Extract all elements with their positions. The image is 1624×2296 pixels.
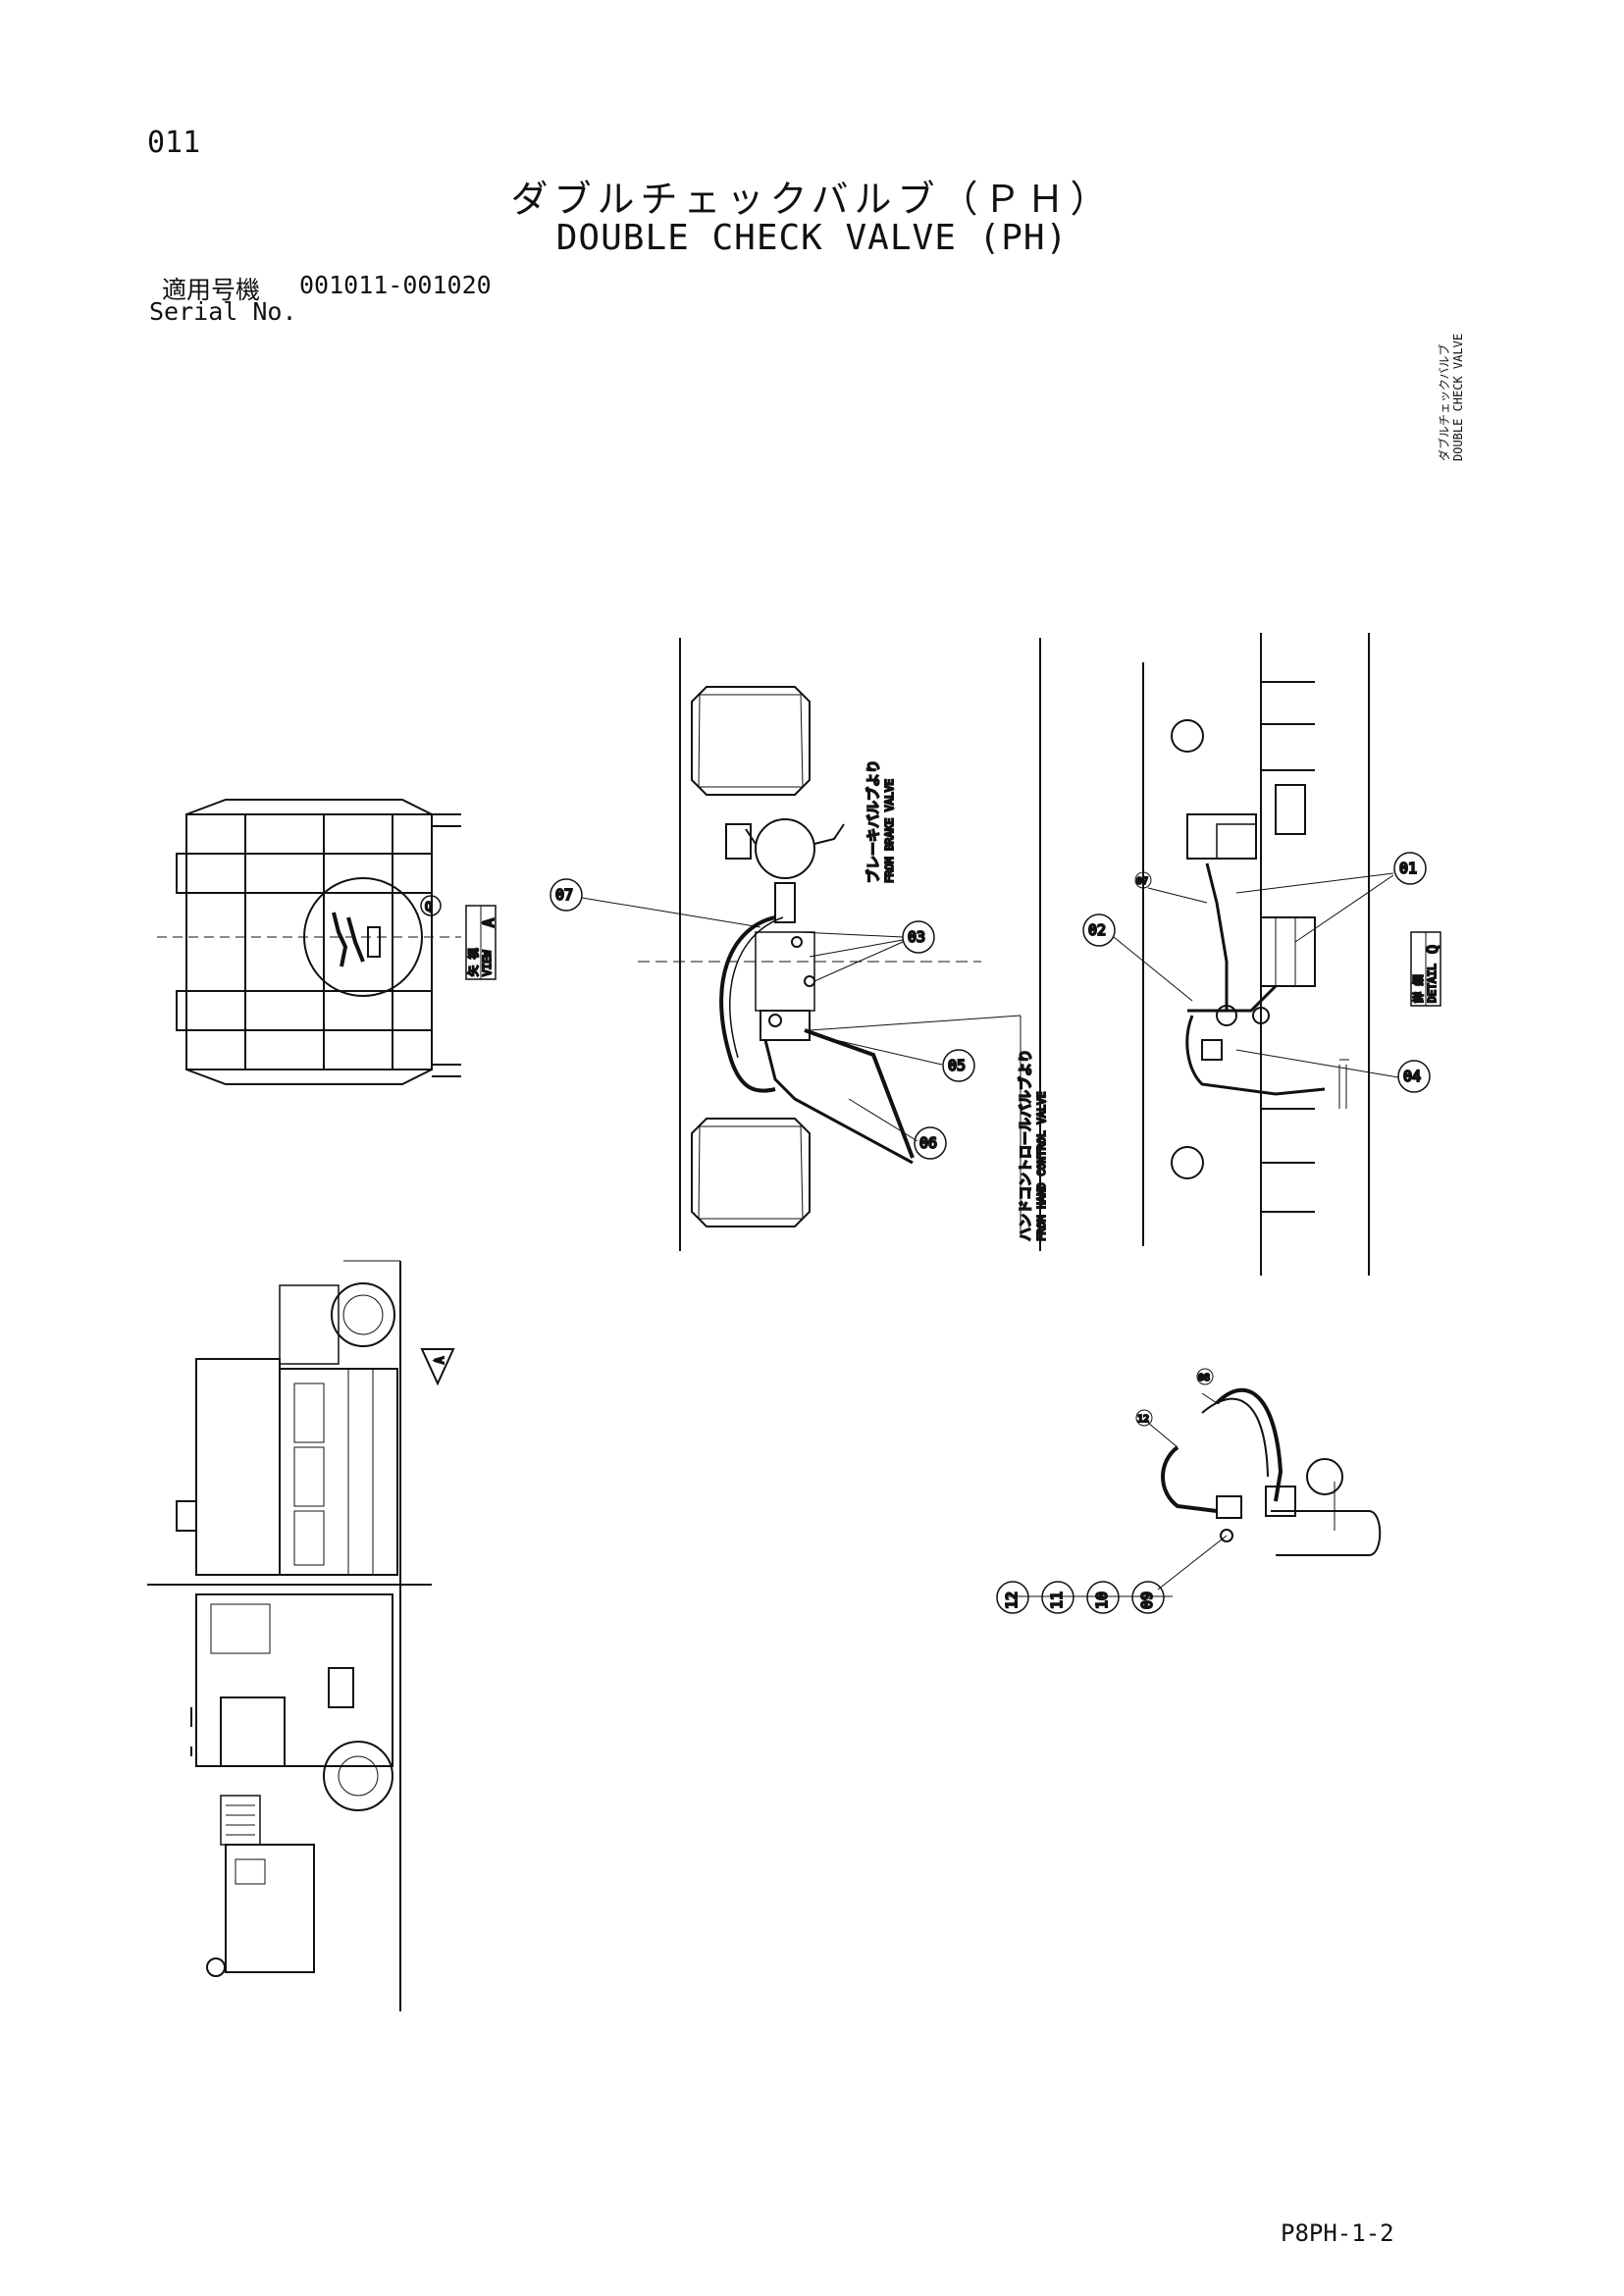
callout-07-detail [1134, 871, 1152, 889]
callout-03-label: 03 [908, 928, 925, 946]
callout-12 [996, 1581, 1029, 1614]
callout-06 [914, 1126, 947, 1160]
callout-04 [1397, 1060, 1431, 1093]
callout-05 [942, 1049, 975, 1082]
title-english: DOUBLE CHECK VALVE (PH) [555, 218, 1069, 258]
detail-q-marker [420, 895, 442, 916]
callout-02-label: 02 [1088, 921, 1106, 939]
from-hand-control-japanese: ハンドコントロールバルブより [1018, 1049, 1034, 1241]
serial-range: 001011-001020 [299, 271, 492, 299]
detail-q-label-japanese: 詳 細 [1411, 974, 1425, 1003]
callout-07 [550, 878, 583, 912]
view-a-label: 矢 視 VIEW A [465, 905, 498, 980]
view-a-letter: A [480, 918, 498, 927]
hose-routing-view [1161, 1387, 1382, 1556]
callout-12-hose [1135, 1409, 1153, 1427]
detail-q-marker-letter: Q [425, 900, 432, 913]
detail-q-view [1142, 633, 1370, 1276]
callout-01-label: 01 [1399, 860, 1417, 877]
page-number: 011 [147, 126, 201, 160]
callout-10-label: 10 [1093, 1592, 1111, 1609]
view-a-label-english: VIEW [481, 950, 494, 976]
callout-05-label: 05 [948, 1057, 966, 1074]
callout-11-label: 11 [1048, 1592, 1066, 1609]
callout-09 [1131, 1581, 1165, 1614]
valve-assembly-view [638, 638, 1041, 1251]
callout-01 [1393, 852, 1427, 885]
from-brake-valve-japanese: ブレーキバルブより [865, 759, 882, 883]
detail-q-letter: Q [1424, 945, 1441, 954]
callout-12-label: 12 [1003, 1592, 1021, 1609]
from-brake-valve-english: FROM BRAKE VALVE [883, 779, 896, 883]
callout-02 [1082, 913, 1116, 947]
machine-side-view [147, 1260, 432, 2011]
callout-12-hose-label: 12 [1137, 1414, 1149, 1425]
footer-code: P8PH-1-2 [1281, 2219, 1394, 2247]
detail-q-label-english: DETAIL [1426, 964, 1439, 1003]
callout-10 [1086, 1581, 1120, 1614]
callout-06-label: 06 [919, 1134, 937, 1152]
detail-q-label: 詳 細 DETAIL Q [1410, 931, 1442, 1007]
middle-leader-lines [581, 897, 1022, 1236]
callout-08-label: 08 [1198, 1373, 1210, 1383]
right-leader-lines [1113, 872, 1399, 1078]
from-hand-control-english: FROM HAND CONTROL VALVE [1035, 1092, 1048, 1241]
hose-leader-lines [1006, 1392, 1228, 1597]
callout-07-detail-label: 07 [1136, 876, 1148, 887]
callout-08 [1196, 1368, 1214, 1385]
callout-07-label: 07 [555, 886, 573, 904]
callout-04-label: 04 [1403, 1068, 1421, 1085]
callout-03 [902, 920, 935, 954]
serial-label-english: Serial No. [149, 297, 297, 326]
serial-label-japanese: 適用号機 [162, 276, 261, 304]
view-a-label-japanese: 矢 視 [466, 948, 480, 976]
title-japanese: ダブルチェックバルブ（ＰＨ） [510, 178, 1114, 221]
machine-top-view [157, 799, 461, 1085]
view-a-arrow-letter: A [433, 1356, 446, 1364]
callout-11 [1041, 1581, 1074, 1614]
view-a-arrow [420, 1348, 455, 1386]
callout-09-label: 09 [1138, 1592, 1156, 1609]
